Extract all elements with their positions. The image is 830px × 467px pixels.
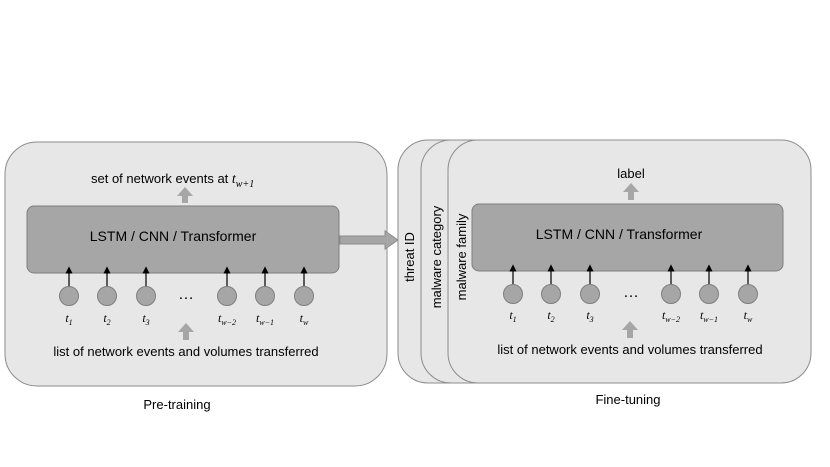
pretraining-token-label: tw−2 [218,311,236,327]
pretraining-output-label: set of network events at tw+1 [91,171,254,190]
pretraining-token-label: t3 [142,311,149,327]
finetuning-token-node [661,284,681,304]
finetuning-token-label: t3 [586,308,593,324]
finetuning-token-node [503,284,523,304]
finetuning-caption: Fine-tuning [595,392,660,407]
pretraining-panel: set of network events at tw+1 LSTM / CNN… [4,141,388,387]
finetuning-token-sequence: t1 t2 t3 tw−2 tw−1 tw [503,264,758,324]
pretraining-token-node [136,286,156,306]
finetuning-token-node [699,284,719,304]
finetuning-ellipsis: … [623,284,639,301]
pretraining-ellipsis: … [178,286,194,303]
pretraining-token-label: t2 [103,311,110,327]
stack-label-threat-id: threat ID [402,232,417,282]
finetuning-token-label: tw−2 [662,308,680,324]
finetuning-panel-stack: threat ID malware category malware famil… [397,139,812,384]
pretraining-token-label: tw [300,311,309,327]
pretraining-token-node [217,286,237,306]
pretraining-token-node [294,286,314,306]
pretraining-token-label: tw−1 [256,311,274,327]
pretraining-input-arrow [178,323,194,340]
finetuning-input-label: list of network events and volumes trans… [497,342,762,357]
pretraining-token-node [255,286,275,306]
finetuning-output-label: label [617,166,645,181]
pretraining-model-box [26,205,340,274]
finetuning-model-label: LSTM / CNN / Transformer [536,226,703,242]
finetuning-token-label: tw−1 [700,308,718,324]
finetuning-model-box [471,203,784,272]
pretraining-caption: Pre-training [143,397,210,412]
pretraining-token-sequence: t1 t2 t3 tw−2 tw−1 tw [59,266,314,327]
stack-label-malware-category: malware category [429,205,444,308]
finetuning-token-label: tw [744,308,753,324]
finetuning-token-label: t2 [547,308,554,324]
pretraining-token-node [59,286,79,306]
finetuning-output-arrow [623,183,639,200]
stack-label-malware-family: malware family [454,213,469,300]
transfer-arrow [339,230,399,250]
pretraining-input-label: list of network events and volumes trans… [53,344,318,359]
finetuning-token-label: t1 [509,308,516,324]
pretraining-token-label: t1 [65,311,72,327]
pretraining-output-arrow [177,187,193,203]
pretraining-token-node [97,286,117,306]
finetuning-token-node [738,284,758,304]
finetuning-input-arrow [622,321,638,338]
finetuning-token-node [541,284,561,304]
pretraining-model-label: LSTM / CNN / Transformer [90,228,257,244]
finetuning-token-node [580,284,600,304]
